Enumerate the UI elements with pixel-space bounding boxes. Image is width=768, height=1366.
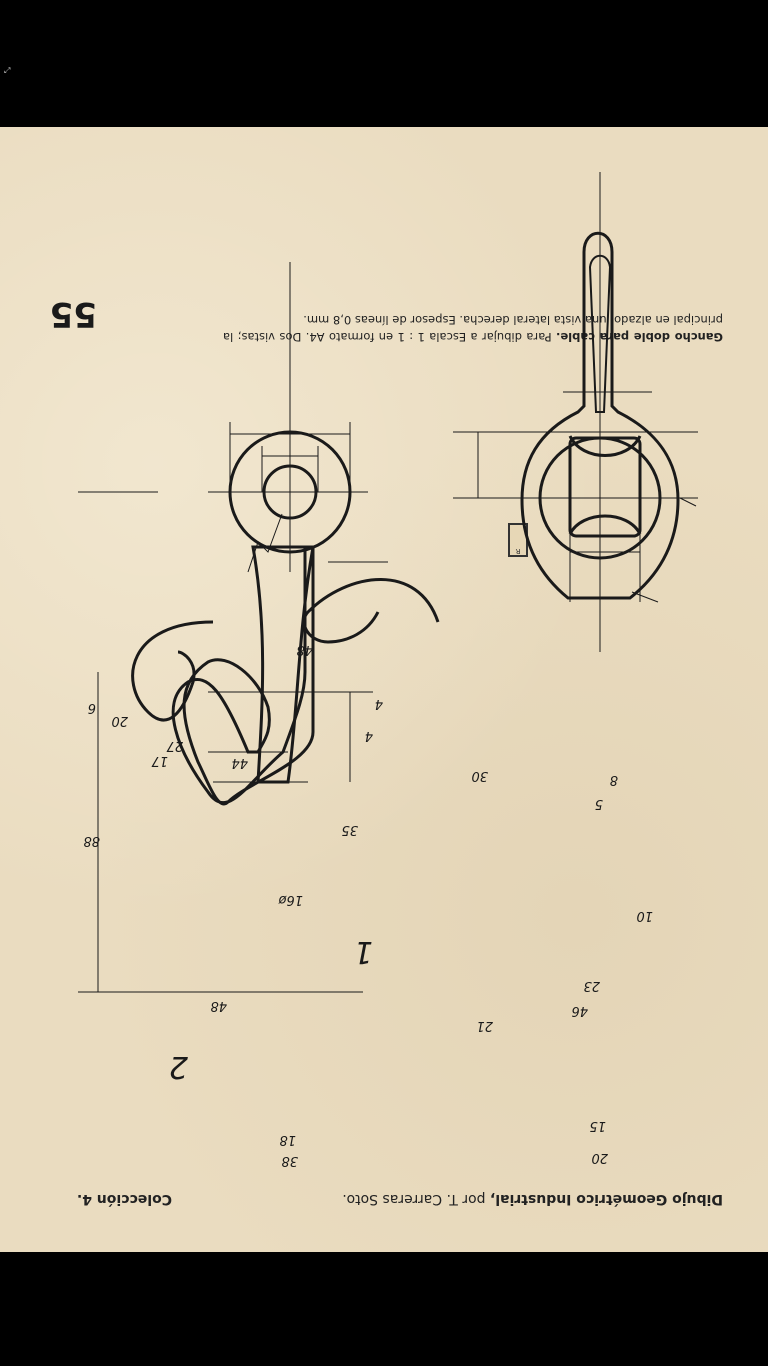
- dim-4-a: 4: [375, 696, 383, 711]
- dim-38: 38: [281, 1153, 298, 1168]
- dim-18: 18: [279, 1132, 296, 1147]
- side-view-slot: [588, 254, 612, 413]
- dim-4-b: 4: [365, 728, 373, 743]
- dim-15: 15: [589, 1118, 606, 1133]
- dim-6: 6: [88, 700, 96, 715]
- part-label-2: 2: [169, 1049, 188, 1084]
- dim-10: 10: [636, 908, 653, 923]
- hook-outline: [171, 547, 315, 806]
- dim-27: 27: [166, 738, 183, 753]
- part-label-1: 1: [354, 934, 373, 969]
- dim-16-diameter: 16ø: [277, 892, 303, 907]
- dim-20-radius: 20: [111, 713, 128, 728]
- technical-drawing: 48 48 27 6 44 4 4 30 17 20 88 35 16ø 38 …: [78, 172, 698, 1168]
- r48-leader: [247, 513, 283, 573]
- dim-17: 17: [151, 753, 168, 768]
- book-page: 55 Gancho doble para cable. Para dibujar…: [0, 127, 768, 1252]
- dim-5: 5: [595, 796, 603, 811]
- dim-21: 21: [476, 1018, 493, 1033]
- dim-20: 20: [591, 1150, 608, 1165]
- dim-23: 23: [583, 978, 600, 993]
- dim-30: 30: [471, 768, 488, 783]
- viewer-bottom-bar: [0, 1252, 768, 1366]
- page-content-rotated: 55 Gancho doble para cable. Para dibujar…: [0, 127, 768, 1252]
- expand-icon[interactable]: ⤢: [4, 66, 12, 75]
- dim-44: 44: [231, 755, 248, 770]
- dim-35: 35: [341, 822, 358, 837]
- pulley-groove-top: [568, 435, 642, 457]
- dim-48-radius: 48: [210, 998, 227, 1013]
- side-view-pulley: [568, 436, 642, 538]
- hook-arm-right: [302, 578, 440, 644]
- dim-48-width: 48: [296, 642, 313, 657]
- hook-arm-left: [131, 620, 214, 722]
- pulley-groove-bottom: [568, 514, 642, 535]
- dim-88: 88: [83, 833, 100, 848]
- dim-8: 8: [610, 772, 618, 787]
- dimension-labels: 48 48 27 6 44 4 4 30 17 20 88 35 16ø 38 …: [83, 642, 653, 1168]
- viewer-top-bar: ⤢: [0, 0, 768, 127]
- dim-46: 46: [571, 1003, 588, 1018]
- side-view-outline: [520, 231, 680, 600]
